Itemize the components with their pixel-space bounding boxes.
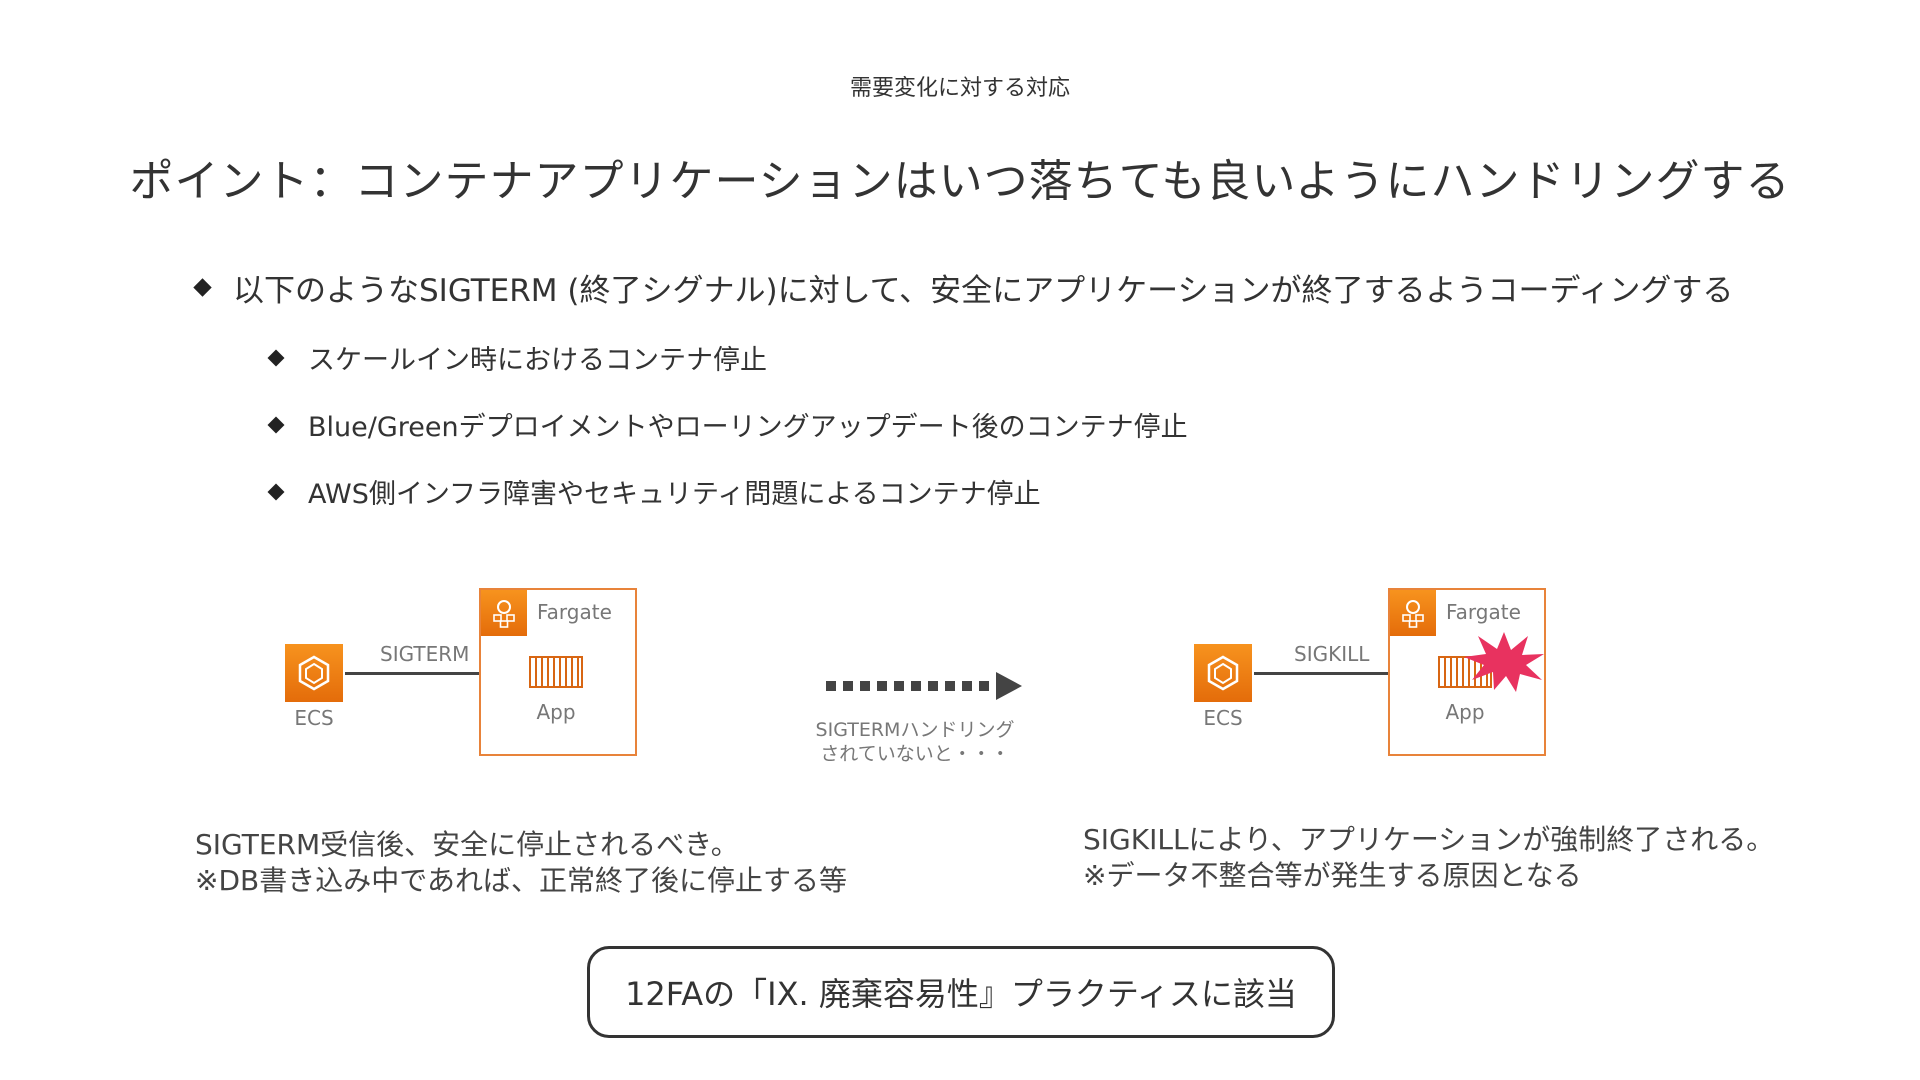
ecs-label: ECS [1203,706,1243,730]
left-caption-line2: ※DB書き込み中であれば、正常終了後に停止する等 [195,864,847,897]
signal-arrow [1254,672,1434,675]
diamond-bullet-icon [267,483,285,500]
sub-bullet: Blue/Greenデプロイメントやローリングアップデート後のコンテナ停止 [267,405,1188,444]
right-caption-line1: SIGKILLにより、アプリケーションが強制終了される。 [1083,823,1775,856]
page-title: ポイント：コンテナアプリケーションはいつ落ちても良いようにハンドリングする [129,156,1791,207]
explosion-burst-icon [1464,632,1544,692]
main-bullet-text: 以下のようなSIGTERM (終了シグナル)に対して、安全にアプリケーションが終… [233,273,1734,309]
sub-bullet-text: スケールイン時におけるコンテナ停止 [308,345,767,376]
sub-bullet-text: Blue/Greenデプロイメントやローリングアップデート後のコンテナ停止 [308,412,1188,443]
sub-bullet: スケールイン時におけるコンテナ停止 [267,338,767,377]
transition-arrow [826,672,1022,700]
arrow-head-icon [996,672,1022,700]
ecs-icon [285,644,343,702]
signal-arrow [345,672,525,675]
right-caption: SIGKILLにより、アプリケーションが強制終了される。 ※データ不整合等が発生… [1083,822,1774,894]
left-caption-line1: SIGTERM受信後、安全に停止されるべき。 [195,828,739,861]
signal-label: SIGTERM [380,642,470,666]
left-caption: SIGTERM受信後、安全に停止されるべき。 ※DB書き込み中であれば、正常終了… [195,827,847,899]
fargate-label: Fargate [1446,600,1521,624]
fargate-box: Fargate App [1388,588,1546,756]
transition-caption: SIGTERMハンドリング されていないと・・・ [790,718,1040,766]
app-label: App [1445,700,1485,724]
container-icon [529,656,583,688]
fargate-icon [1390,590,1436,636]
signal-label: SIGKILL [1294,642,1370,666]
transition-caption-line2: されていないと・・・ [820,743,1010,765]
fargate-label: Fargate [537,600,612,624]
transition-caption-line1: SIGTERMハンドリング [815,719,1015,741]
sub-bullet-text: AWS側インフラ障害やセキュリティ問題によるコンテナ停止 [308,479,1041,510]
diagram-left: ECS SIGTERM Fargate App [285,588,645,758]
fargate-box: Fargate App [479,588,637,756]
diamond-bullet-icon [193,278,212,297]
section-label: 需要変化に対する対応 [849,76,1070,101]
main-bullet: 以下のようなSIGTERM (終了シグナル)に対して、安全にアプリケーションが終… [193,265,1734,310]
app-label: App [536,700,576,724]
right-caption-line2: ※データ不整合等が発生する原因となる [1083,859,1582,892]
ecs-label: ECS [294,706,334,730]
ecs-icon [1194,644,1252,702]
fargate-icon [481,590,527,636]
practice-callout-text: 12FAの「IX. 廃棄容易性』プラクティスに該当 [625,975,1297,1013]
practice-callout-box: 12FAの「IX. 廃棄容易性』プラクティスに該当 [587,946,1335,1038]
diamond-bullet-icon [267,416,285,433]
diamond-bullet-icon [267,349,285,366]
diagram-right: ECS SIGKILL Fargate App [1194,588,1554,758]
sub-bullet: AWS側インフラ障害やセキュリティ問題によるコンテナ停止 [267,472,1041,511]
